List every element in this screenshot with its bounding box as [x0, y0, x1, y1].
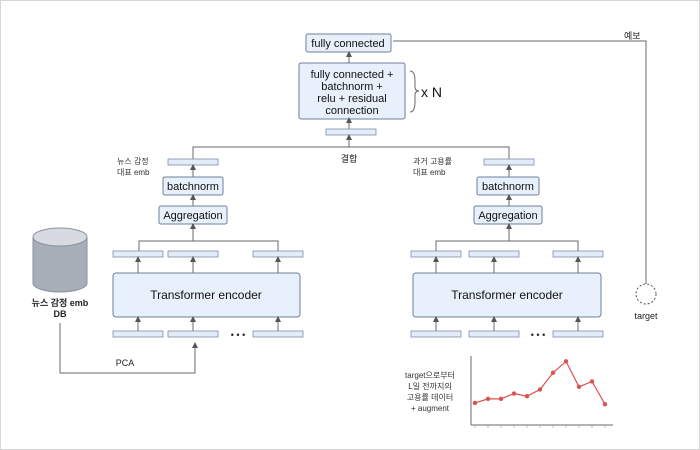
chart-point [576, 384, 582, 390]
chart-point [589, 379, 595, 384]
chart-point [498, 396, 504, 402]
fc-block-line-1: fully connected + [311, 69, 394, 81]
chart-series-line [474, 360, 606, 405]
right-batchnorm-label: batchnorm [482, 181, 534, 193]
left-in-vector-1 [112, 330, 164, 338]
right-in-vector-1 [410, 330, 462, 338]
chart-caption-2: L일 전까지의 [408, 381, 451, 391]
chart-point [472, 400, 478, 406]
left-out-vector-1 [112, 250, 164, 258]
right-out-vector-3 [552, 250, 604, 258]
left-agg-connector [138, 240, 279, 251]
right-transformer-box [412, 272, 602, 318]
left-transformer-label: Transformer encoder [150, 288, 262, 302]
database-icon [32, 227, 88, 293]
fc-block-line-3: relu + residual [317, 93, 386, 105]
right-agg-connector [435, 240, 579, 251]
combine-connector [192, 146, 510, 159]
fully-connected-label: fully connected [311, 38, 384, 50]
chart-point [537, 387, 543, 392]
db-label-1: 뉴스 감정 emb [32, 297, 89, 308]
fc-block-line-4: connection [325, 105, 378, 117]
chart-point [563, 359, 569, 364]
chart-point [602, 402, 608, 407]
right-out-vector-2 [468, 250, 520, 258]
left-emb-vector [167, 158, 219, 166]
employment-line-chart [470, 356, 613, 428]
chart-point [511, 391, 517, 396]
chart-point [550, 370, 556, 375]
right-aggregation-label: Aggregation [478, 210, 537, 222]
right-emb-vector [483, 158, 535, 166]
right-in-vector-3 [552, 330, 604, 338]
right-out-vector-1 [410, 250, 462, 258]
forecast-label: 예보 [624, 31, 641, 41]
left-out-vector-2 [167, 250, 219, 258]
fc-block-line-2: batchnorm + [321, 81, 382, 93]
combine-label: 결합 [341, 154, 358, 164]
chart-point [485, 396, 491, 402]
db-label-2: DB [54, 309, 67, 319]
fc-block-box [298, 62, 406, 120]
left-batchnorm-label: batchnorm [167, 181, 219, 193]
repeat-brace [409, 70, 420, 113]
right-ellipsis: • • • [531, 330, 545, 340]
right-emb-label-1: 과거 고용률 [413, 157, 452, 166]
pca-label: PCA [116, 358, 135, 368]
left-emb-label-1: 뉴스 감정 [117, 156, 149, 166]
chart-caption-1: target으로부터 [405, 371, 455, 380]
target-label: target [634, 311, 658, 321]
left-aggregation-label: Aggregation [163, 210, 222, 222]
pca-line [59, 323, 198, 374]
target-node [635, 283, 657, 305]
left-out-vector-3 [252, 250, 304, 258]
repeat-label: x N [421, 84, 442, 100]
forecast-line [393, 40, 647, 284]
right-emb-label-2: 대표 emb [413, 168, 446, 177]
chart-point [524, 394, 530, 399]
left-in-vector-2 [167, 330, 219, 338]
left-transformer-box [112, 272, 301, 318]
left-ellipsis: • • • [231, 330, 245, 340]
chart-caption-4: + augment [411, 404, 450, 413]
chart-caption-3: 고용률 데이터 [407, 392, 453, 402]
left-emb-label-2: 대표 emb [117, 168, 150, 177]
right-in-vector-2 [468, 330, 520, 338]
right-transformer-label: Transformer encoder [451, 288, 563, 302]
concat-vector [325, 128, 377, 136]
left-in-vector-3 [252, 330, 304, 338]
